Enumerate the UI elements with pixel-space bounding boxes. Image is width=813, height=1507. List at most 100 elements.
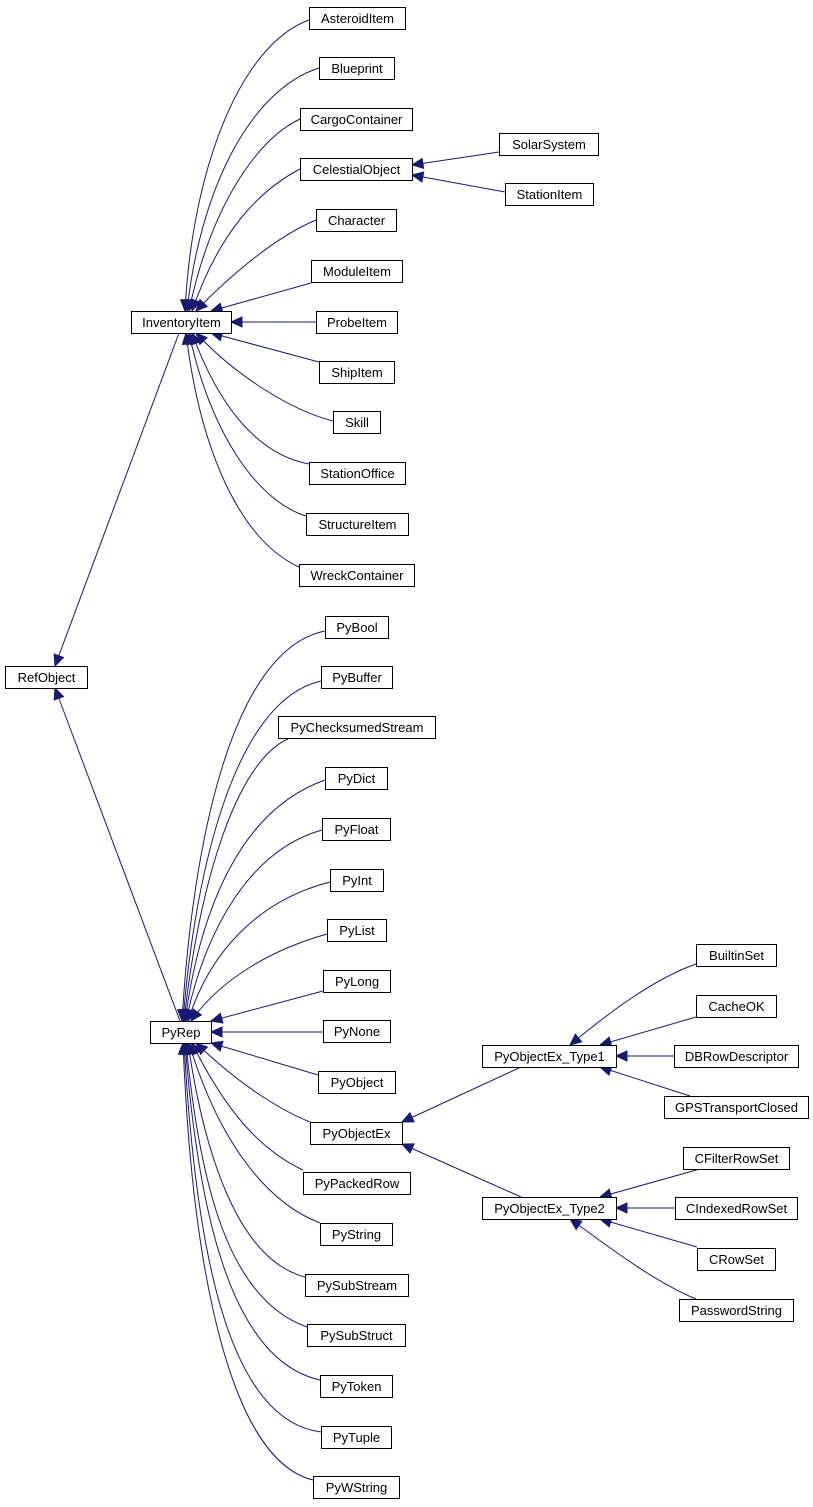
class-box (320, 1223, 393, 1246)
inheritance-line (195, 332, 334, 422)
class-node-refobject[interactable]: RefObject (5, 666, 88, 689)
class-box (309, 462, 406, 485)
class-node-skill[interactable]: Skill (333, 411, 381, 434)
arrowhead (400, 1111, 415, 1123)
class-node-shipitem[interactable]: ShipItem (319, 361, 395, 384)
class-node-cargocontainer[interactable]: CargoContainer (300, 108, 413, 131)
inheritance-line (190, 933, 328, 1022)
inheritance-line (188, 1042, 321, 1224)
class-node-pylist[interactable]: PyList (327, 919, 387, 942)
class-box (679, 1299, 794, 1322)
class-node-pybool[interactable]: PyBool (325, 616, 389, 639)
class-node-dbrowdescriptor[interactable]: DBRowDescriptor (674, 1045, 799, 1068)
inheritance-line (188, 332, 307, 517)
class-label: Skill (345, 415, 369, 430)
edge-pysubstruct-to-pyrep (181, 1041, 308, 1328)
class-box (299, 564, 415, 587)
inheritance-line (210, 332, 320, 363)
class-box (664, 1096, 809, 1119)
inheritance-line (191, 332, 310, 465)
class-node-pyfloat[interactable]: PyFloat (322, 818, 391, 841)
class-node-pytuple[interactable]: PyTuple (321, 1426, 392, 1449)
class-node-cacheok[interactable]: CacheOK (696, 995, 777, 1018)
class-node-crowset[interactable]: CRowSet (697, 1248, 776, 1271)
class-label: PySubStruct (320, 1328, 393, 1343)
class-box (674, 1045, 799, 1068)
class-box (321, 666, 393, 689)
class-label: StructureItem (318, 517, 396, 532)
class-node-wreckcontainer[interactable]: WreckContainer (299, 564, 415, 587)
class-node-pybuffer[interactable]: PyBuffer (321, 666, 393, 689)
nodes: RefObject InventoryItem AsteroidItemBluepr… (5, 7, 809, 1499)
edge-inventoryitem-to-refobject (53, 332, 180, 668)
class-node-pyobjectex_type1[interactable]: PyObjectEx_Type1 (482, 1045, 617, 1068)
class-node-cindexedrowset[interactable]: CIndexedRowSet (675, 1197, 798, 1220)
edge-pybool-to-pyrep (176, 630, 326, 1023)
class-label: PyInt (342, 873, 372, 888)
class-node-pyint[interactable]: PyInt (330, 869, 384, 892)
class-node-passwordstring[interactable]: PasswordString (679, 1299, 794, 1322)
class-box (319, 361, 395, 384)
arrowhead (209, 1026, 223, 1038)
class-node-stationoffice[interactable]: StationOffice (309, 462, 406, 485)
class-node-inventoryitem[interactable]: InventoryItem (131, 311, 232, 334)
class-node-asteroiditem[interactable]: AsteroidItem (309, 7, 406, 30)
class-node-pystring[interactable]: PyString (320, 1223, 393, 1246)
class-node-pyobjectex_type2[interactable]: PyObjectEx_Type2 (482, 1197, 617, 1220)
class-label: AsteroidItem (321, 11, 394, 26)
class-label: PyString (332, 1227, 381, 1242)
inheritance-line (569, 963, 697, 1046)
edge-pytoken-to-pyrep (180, 1041, 321, 1381)
inheritance-line (185, 1042, 308, 1328)
edge-gpstransportclosed-to-pyobjectex_type1 (598, 1065, 691, 1097)
class-node-celestialobject[interactable]: CelestialObject (300, 158, 413, 181)
edge-pyobjectex_type1-to-pyobjectex (400, 1066, 522, 1123)
class-box (318, 1071, 396, 1094)
class-label: BuiltinSet (709, 948, 764, 963)
edge-pydict-to-pyrep (180, 779, 326, 1023)
class-node-pydict[interactable]: PyDict (325, 767, 388, 790)
class-label: SolarSystem (512, 137, 586, 152)
inheritance-line (185, 332, 300, 568)
class-node-pypackedrow[interactable]: PyPackedRow (303, 1172, 411, 1195)
class-node-pytoken[interactable]: PyToken (320, 1375, 393, 1398)
class-node-blueprint[interactable]: Blueprint (319, 57, 395, 80)
class-node-pyobjectex[interactable]: PyObjectEx (310, 1122, 403, 1145)
class-node-pywstring[interactable]: PyWString (313, 1476, 400, 1499)
class-node-builtinset[interactable]: BuiltinSet (696, 944, 777, 967)
class-box (325, 767, 388, 790)
class-node-probeitem[interactable]: ProbeItem (316, 311, 398, 334)
class-node-structureitem[interactable]: StructureItem (306, 513, 409, 536)
arrowhead (569, 1218, 583, 1231)
arrowhead (614, 1050, 628, 1062)
class-box (306, 513, 409, 536)
class-node-pyrep[interactable]: PyRep (150, 1021, 212, 1044)
class-box (696, 944, 777, 967)
class-node-pylong[interactable]: PyLong (323, 970, 391, 993)
class-node-gpstransportclosed[interactable]: GPSTransportClosed (664, 1096, 809, 1119)
class-node-pynone[interactable]: PyNone (323, 1020, 391, 1043)
class-node-pysubstream[interactable]: PySubStream (305, 1274, 409, 1297)
inheritance-line (599, 1066, 691, 1097)
arrowhead (410, 171, 425, 183)
class-label: PyDict (338, 771, 376, 786)
class-node-moduleitem[interactable]: ModuleItem (311, 260, 403, 283)
class-node-character[interactable]: Character (316, 209, 397, 232)
arrowhead (195, 298, 209, 312)
class-label: PyPackedRow (315, 1176, 400, 1191)
class-node-pychecksumedstream[interactable]: PyChecksumedStream (278, 716, 436, 739)
class-node-solarsystem[interactable]: SolarSystem (499, 133, 599, 156)
class-node-pyobject[interactable]: PyObject (318, 1071, 396, 1094)
inheritance-line (401, 1066, 522, 1123)
class-box (330, 869, 384, 892)
class-node-stationitem[interactable]: StationItem (505, 183, 594, 206)
class-node-pysubstruct[interactable]: PySubStruct (307, 1324, 406, 1347)
class-label: CargoContainer (311, 112, 403, 127)
edge-passwordstring-to-pyobjectex_type2 (569, 1218, 697, 1300)
class-box (300, 158, 413, 181)
inheritance-line (186, 67, 320, 312)
class-label: PySubStream (317, 1278, 397, 1293)
edge-celestialobject-to-inventoryitem (190, 168, 301, 313)
inheritance-line (187, 881, 331, 1022)
class-node-cfilterrowset[interactable]: CFilterRowSet (683, 1147, 790, 1170)
